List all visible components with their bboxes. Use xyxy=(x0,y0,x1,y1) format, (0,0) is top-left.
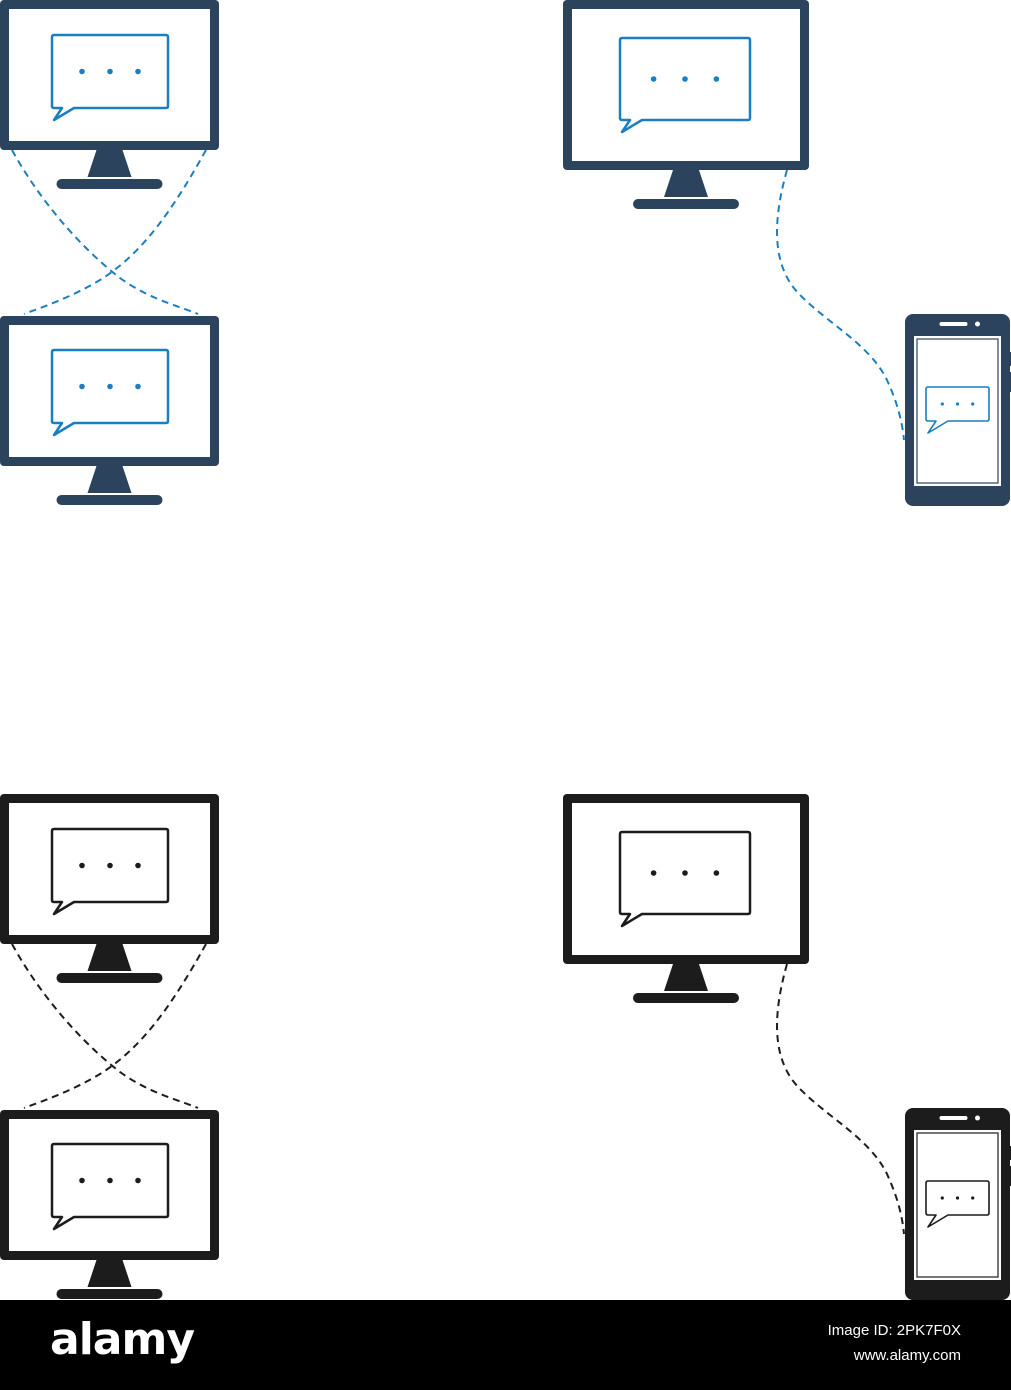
site-url: www.alamy.com xyxy=(853,1347,961,1364)
typing-dot xyxy=(79,862,85,869)
bubble-outline xyxy=(618,36,752,134)
monitor-icon xyxy=(0,316,219,505)
monitor-icon xyxy=(0,0,219,189)
monitor-screen xyxy=(9,9,210,141)
typing-dot xyxy=(713,76,720,82)
monitor-icon xyxy=(0,1110,219,1299)
monitor-screen xyxy=(9,1119,210,1251)
typing-dot xyxy=(135,383,141,390)
chat-bubble-icon xyxy=(50,33,170,122)
chat-bubble-icon xyxy=(618,830,752,928)
dashed-connection xyxy=(23,149,207,315)
dashed-connection xyxy=(11,149,199,315)
phone-camera xyxy=(975,1115,980,1121)
two-monitors-connected-colored-icon xyxy=(0,0,219,505)
chat-bubble-icon xyxy=(618,36,752,134)
typing-dot xyxy=(79,383,85,390)
dashed-connection xyxy=(776,169,905,441)
chat-bubble-icon xyxy=(925,1180,990,1228)
monitor-screen xyxy=(572,9,800,161)
typing-dot xyxy=(682,76,688,82)
icon-set-artwork xyxy=(0,0,1011,1300)
typing-dot xyxy=(955,1196,960,1200)
dashed-connection xyxy=(11,943,199,1109)
bubble-outline xyxy=(50,827,170,916)
typing-dot xyxy=(107,68,113,75)
phone-speaker xyxy=(939,322,968,326)
chat-bubble-icon xyxy=(50,1142,170,1231)
phone-screen xyxy=(914,336,1001,486)
bubble-outline xyxy=(925,1180,990,1228)
monitor-icon xyxy=(0,794,219,983)
monitor-base xyxy=(56,973,163,983)
monitor-base xyxy=(633,993,739,1003)
phone-screen-border xyxy=(916,1132,999,1278)
bubble-outline xyxy=(618,830,752,928)
typing-dot xyxy=(971,402,975,406)
bubble-outline xyxy=(50,1142,170,1231)
monitor-to-phone-colored-icon xyxy=(563,0,1011,506)
image-id-label: Image ID: 2PK7F0X xyxy=(827,1322,961,1339)
typing-dot xyxy=(135,862,141,869)
typing-dot xyxy=(682,870,688,876)
monitor-stand xyxy=(87,150,132,177)
monitor-screen xyxy=(9,325,210,457)
bubble-outline xyxy=(925,386,990,434)
monitor-base xyxy=(56,179,163,189)
monitor-stand xyxy=(87,1260,132,1287)
monitor-stand xyxy=(664,170,708,197)
monitor-stand xyxy=(87,466,132,493)
chat-bubble-icon xyxy=(50,827,170,916)
typing-dot xyxy=(107,383,113,390)
monitor-screen xyxy=(9,803,210,935)
bubble-outline xyxy=(50,348,170,437)
typing-dot xyxy=(940,1196,944,1200)
watermark-footer: alamy Image ID: 2PK7F0X www.alamy.com xyxy=(0,1300,1011,1390)
dashed-connection xyxy=(23,943,207,1109)
monitor-base xyxy=(633,199,739,209)
phone-screen-border xyxy=(916,338,999,484)
typing-dot xyxy=(135,68,141,75)
chat-bubble-icon xyxy=(50,348,170,437)
typing-dot xyxy=(79,1177,85,1184)
typing-dot xyxy=(135,1177,141,1184)
monitor-stand xyxy=(664,964,708,991)
typing-dot xyxy=(107,1177,113,1184)
typing-dot xyxy=(650,870,657,876)
monitor-stand xyxy=(87,944,132,971)
brand-logo: alamy xyxy=(50,1314,195,1365)
monitor-base xyxy=(56,1289,163,1299)
phone-screen xyxy=(914,1130,1001,1280)
monitor-base xyxy=(56,495,163,505)
typing-dot xyxy=(940,402,944,406)
bubble-outline xyxy=(50,33,170,122)
smartphone-icon xyxy=(905,314,1011,506)
smartphone-icon xyxy=(905,1108,1011,1300)
phone-speaker xyxy=(939,1116,968,1120)
chat-bubble-icon xyxy=(925,386,990,434)
phone-camera xyxy=(975,321,980,327)
typing-dot xyxy=(971,1196,975,1200)
monitor-screen xyxy=(572,803,800,955)
typing-dot xyxy=(650,76,657,82)
dashed-connection xyxy=(776,963,905,1235)
typing-dot xyxy=(713,870,720,876)
monitor-icon xyxy=(563,0,809,209)
typing-dot xyxy=(955,402,960,406)
monitor-icon xyxy=(563,794,809,1003)
two-monitors-connected-mono-icon xyxy=(0,794,219,1299)
typing-dot xyxy=(107,862,113,869)
typing-dot xyxy=(79,68,85,75)
monitor-to-phone-mono-icon xyxy=(563,794,1011,1300)
